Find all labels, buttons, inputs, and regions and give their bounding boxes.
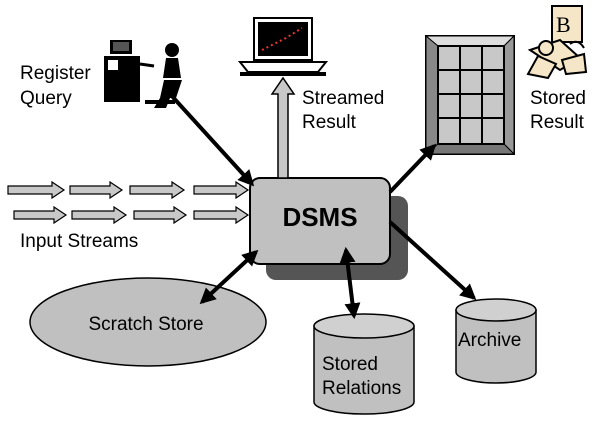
streamed-result-arrow: [270, 76, 296, 179]
stream-arrow: [7, 180, 66, 200]
archive-label: Archive: [458, 330, 521, 351]
archive-arrow: [388, 220, 477, 301]
stored-result-grid: [424, 34, 516, 156]
stream-arrow: [133, 205, 188, 225]
dsms-box: [249, 177, 391, 265]
register-query-label-line2: Query: [20, 88, 72, 109]
scratch-store-arrow: [199, 249, 259, 305]
person-reading-icon: B: [526, 5, 588, 80]
stream-arrow: [69, 180, 124, 200]
svg-text:B: B: [556, 12, 571, 37]
archive-cylinder: [455, 298, 537, 384]
stored-result-label-line2: Result: [530, 112, 585, 133]
stream-arrow: [193, 180, 250, 200]
stored-result-arrow: [388, 143, 437, 194]
register-query-label-line1: Register: [20, 63, 91, 84]
register-query-arrow: [168, 92, 255, 187]
stored-result-label-line1: Stored: [530, 88, 586, 109]
streamed-result-label-line2: Result: [302, 112, 357, 133]
stream-arrow: [71, 205, 128, 225]
person-at-computer-icon: [104, 40, 182, 108]
stored-relations-label-line1: Stored: [322, 354, 378, 375]
stored-relations-cylinder: [313, 313, 415, 415]
scratch-store-label: Scratch Store: [88, 314, 203, 335]
streamed-result-label-line1: Streamed: [302, 88, 384, 109]
stream-arrow: [129, 180, 186, 200]
input-streams-label: Input Streams: [20, 231, 138, 252]
stored-relations-label-line2: Relations: [322, 378, 401, 399]
stream-arrow: [13, 205, 68, 225]
laptop-icon: [237, 17, 329, 76]
input-stream-arrows: [7, 180, 250, 225]
dsms-label: DSMS: [282, 202, 357, 232]
stored-relations-arrow: [339, 246, 361, 320]
stream-arrow: [193, 205, 250, 225]
